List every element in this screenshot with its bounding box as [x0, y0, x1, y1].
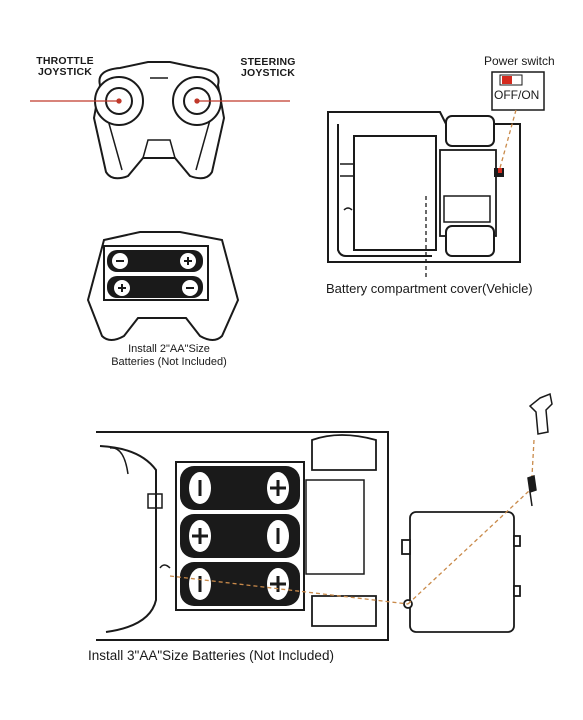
remote-controller-top	[92, 61, 226, 180]
dashed-leaders-top	[425, 109, 517, 280]
install-three-batteries-label: Install 3"AA"Size Batteries (Not Include…	[88, 648, 334, 663]
power-switch-label: Power switch	[484, 54, 555, 68]
battery-cover-label: Battery compartment cover(Vehicle)	[326, 281, 533, 296]
dashed-leaders-bottom	[169, 439, 535, 605]
throttle-line2: JOYSTICK	[37, 66, 93, 78]
install2-line2: Batteries (Not Included)	[111, 356, 227, 368]
remote-controller-back	[86, 231, 240, 341]
screwdriver-icon	[527, 392, 553, 507]
off-on-label: OFF/ON	[494, 88, 540, 102]
steering-joystick-label: STEERING JOYSTICK	[228, 57, 308, 79]
throttle-line1: THROTTLE	[36, 55, 94, 67]
install-two-batteries-label: Install 2"AA"Size Batteries (Not Include…	[104, 343, 234, 369]
vehicle-underside-bottom	[96, 431, 389, 641]
vehicle-batteries	[180, 466, 300, 606]
steering-line2: JOYSTICK	[240, 67, 296, 79]
throttle-joystick-label: THROTTLE JOYSTICK	[20, 56, 110, 78]
vehicle-underside-top	[327, 111, 521, 263]
install2-line1: Install 2"AA"Size	[128, 343, 210, 355]
leader-lines-joysticks	[30, 98, 290, 104]
remote-batteries	[107, 250, 203, 298]
battery-cover	[401, 511, 521, 633]
power-switch-indicator	[491, 71, 545, 177]
steering-line1: STEERING	[240, 56, 296, 68]
